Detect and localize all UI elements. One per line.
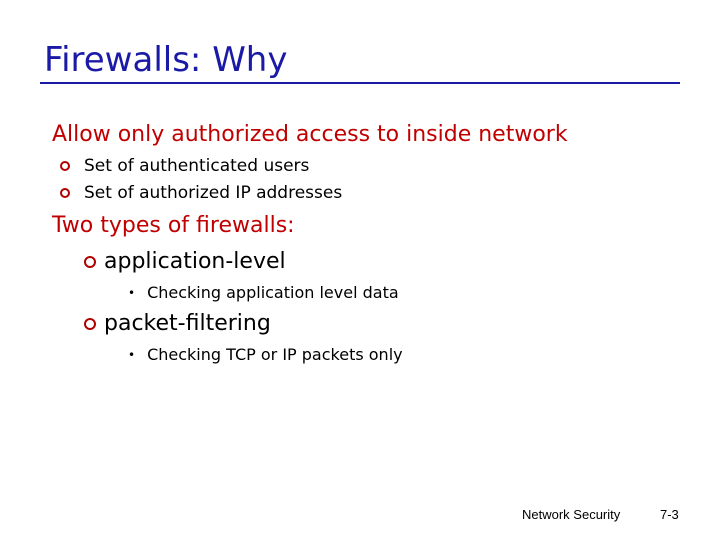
firewall-type-label: application-level xyxy=(104,249,286,274)
firewall-type-item: packet-filtering xyxy=(84,311,271,336)
circle-bullet-icon xyxy=(60,188,70,198)
list-item: Set of authenticated users xyxy=(60,156,309,176)
slide-title: Firewalls: Why xyxy=(44,40,288,80)
firewall-type-detail: • Checking TCP or IP packets only xyxy=(128,345,403,364)
firewall-type-label: packet-filtering xyxy=(104,311,271,336)
circle-bullet-icon xyxy=(84,317,96,330)
section-heading-types: Two types of firewalls: xyxy=(52,213,295,238)
firewall-type-detail-label: Checking TCP or IP packets only xyxy=(147,345,403,364)
firewall-type-detail: • Checking application level data xyxy=(128,283,399,302)
footer-course: Network Security xyxy=(522,507,621,522)
dot-bullet-icon: • xyxy=(128,347,136,362)
firewall-type-item: application-level xyxy=(84,249,286,274)
firewall-type-detail-label: Checking application level data xyxy=(147,283,399,302)
section-heading-access: Allow only authorized access to inside n… xyxy=(52,122,568,147)
circle-bullet-icon xyxy=(84,255,96,268)
dot-bullet-icon: • xyxy=(128,285,136,300)
list-item-label: Set of authorized IP addresses xyxy=(84,183,343,203)
circle-bullet-icon xyxy=(60,161,70,171)
list-item-label: Set of authenticated users xyxy=(84,156,310,176)
list-item: Set of authorized IP addresses xyxy=(60,183,342,203)
footer-page-number: 7-3 xyxy=(660,507,679,522)
title-divider xyxy=(40,82,680,84)
